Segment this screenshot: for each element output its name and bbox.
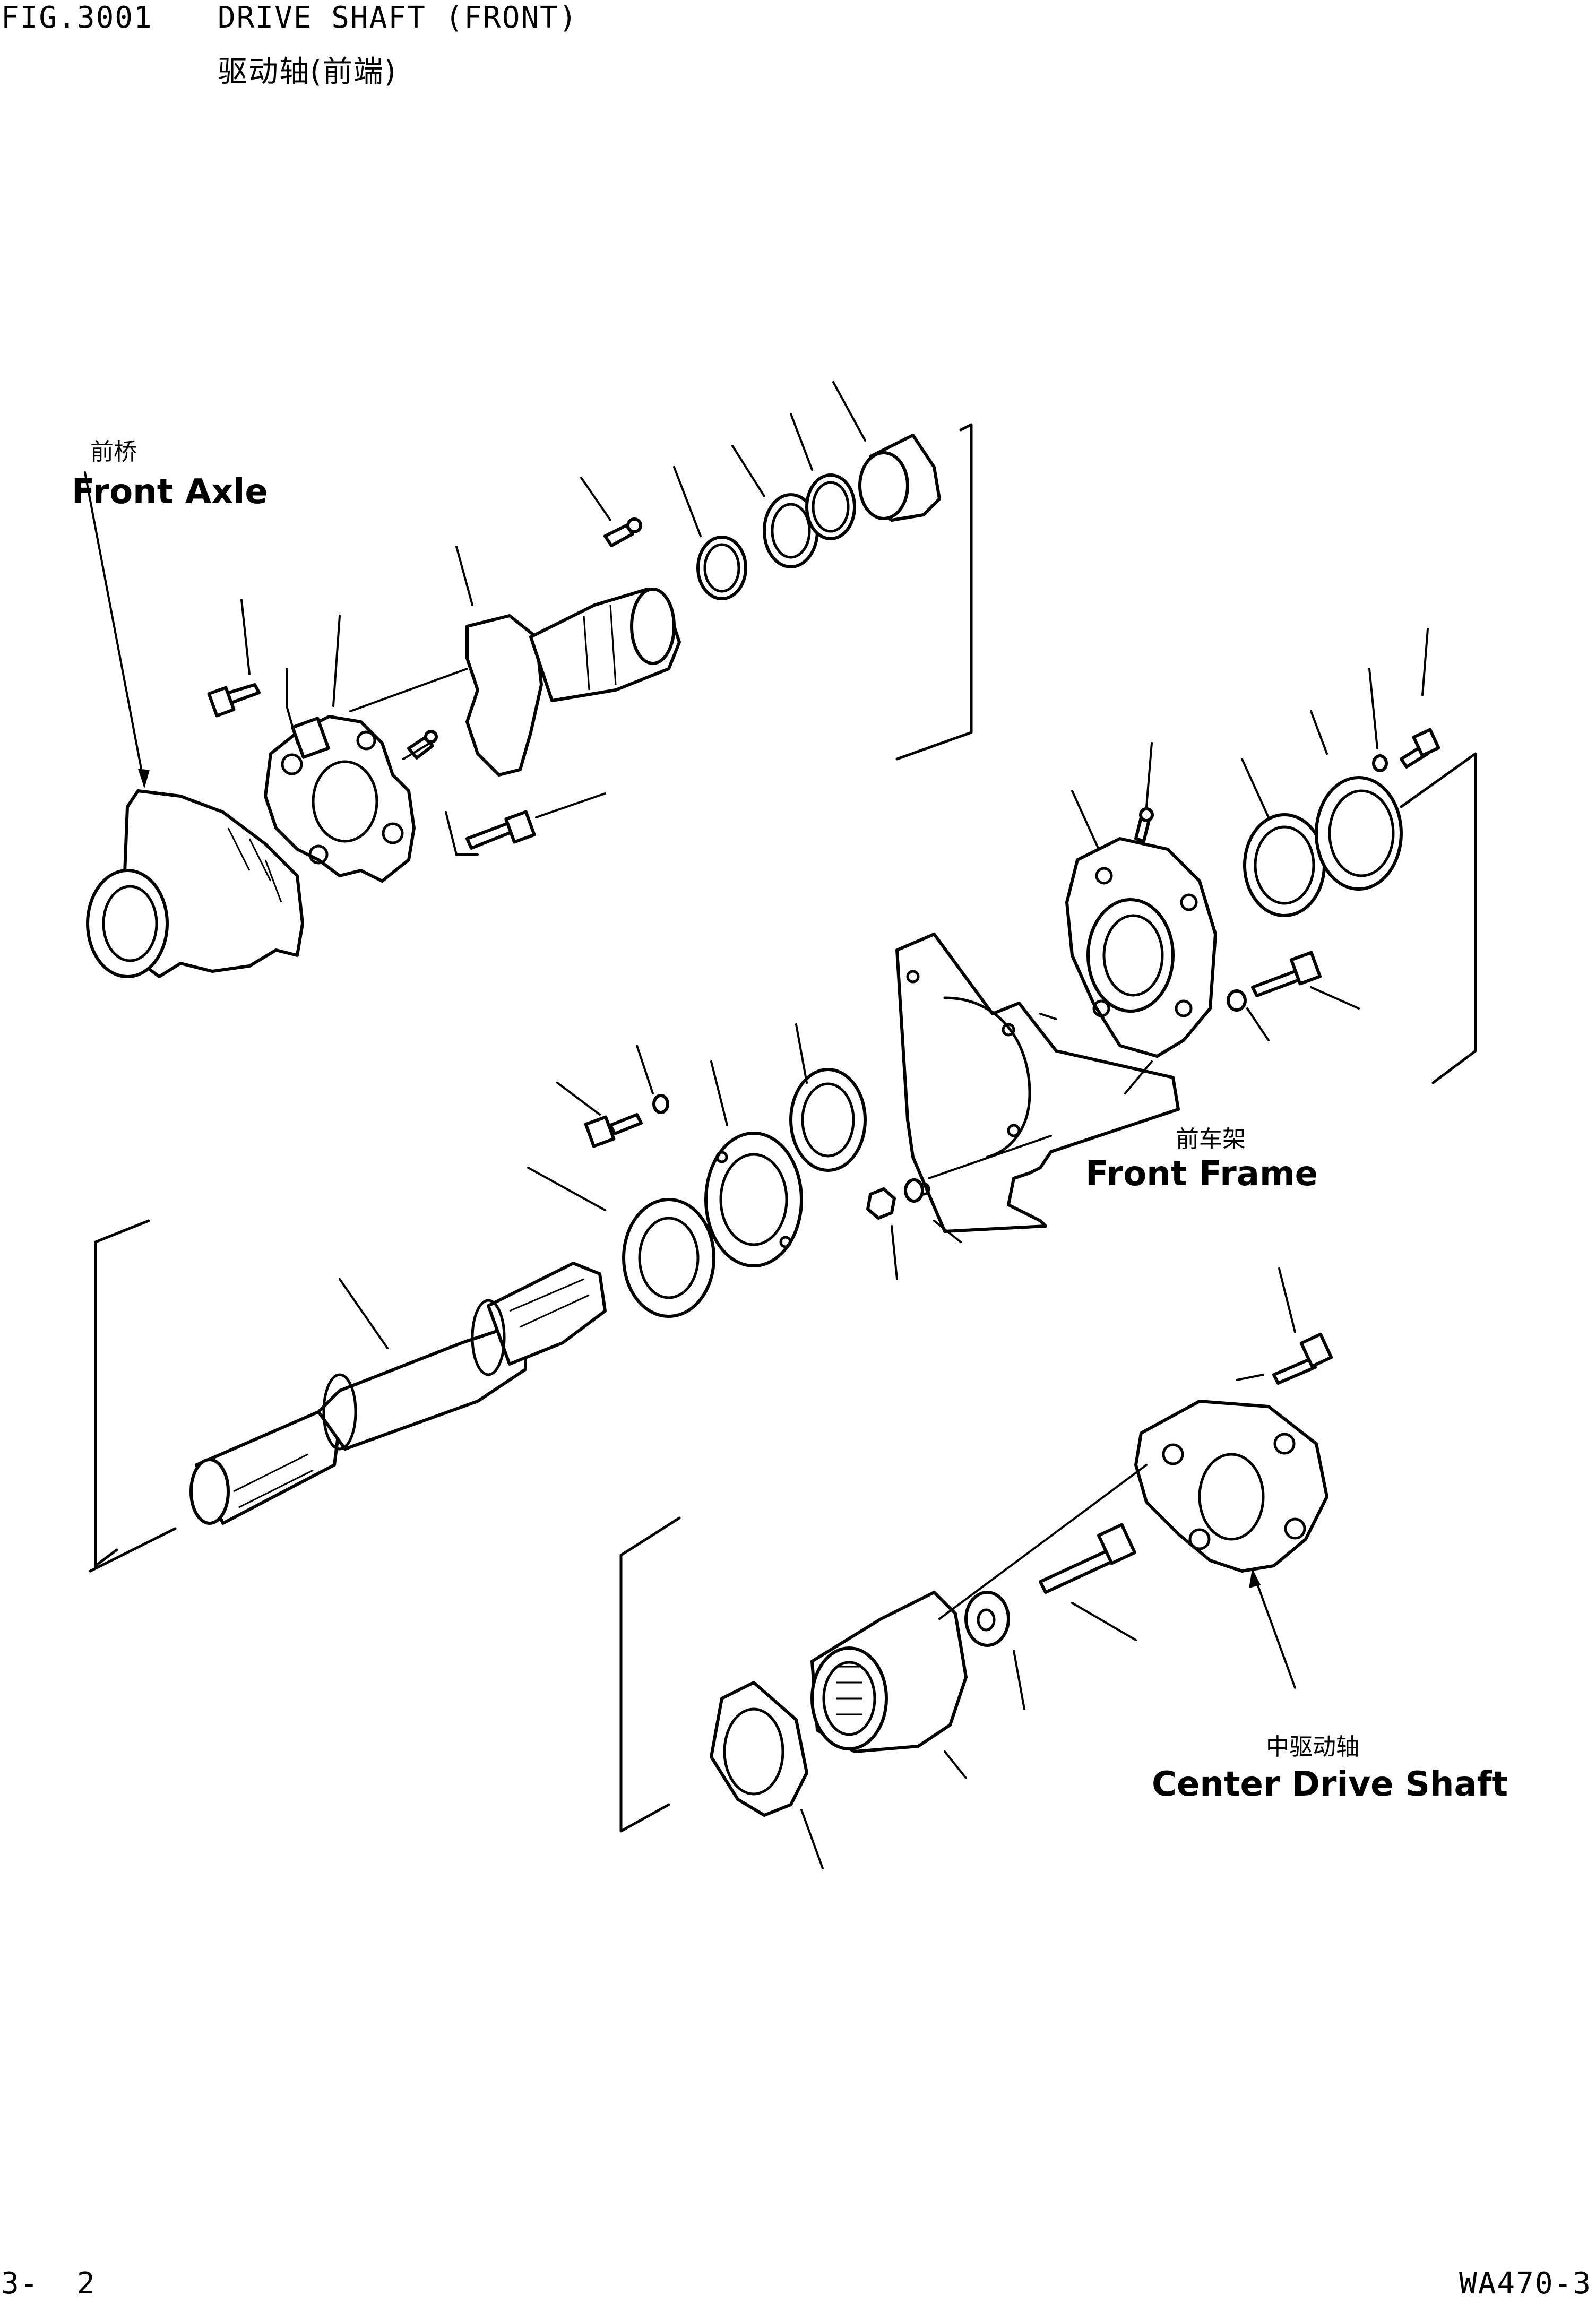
sleeve-collar [858, 434, 941, 522]
bearing-housing [1065, 837, 1217, 1058]
center-flange [1134, 1400, 1328, 1573]
bolt-6 [1272, 1332, 1333, 1385]
bolt-2 [465, 810, 536, 850]
figure-number: FIG.3001 [1, 1, 153, 35]
front-axle-housing [86, 789, 304, 978]
nut-1 [866, 1187, 896, 1220]
lower-seal [710, 1681, 808, 1817]
front-axle-label-cn: 前桥 [90, 438, 137, 465]
washer-2 [1227, 989, 1247, 1012]
front-axle-label: Front Axle [72, 472, 268, 512]
bearing-retainer [704, 1132, 803, 1267]
bolt-4 [1251, 951, 1322, 997]
washer-3 [652, 1094, 669, 1114]
page-number: 3- 2 [1, 2266, 96, 2301]
front-frame-label-cn: 前车架 [1176, 1126, 1246, 1153]
grease-fitting-2 [603, 517, 642, 547]
long-bolt [1039, 1523, 1137, 1594]
bolt-3 [1400, 728, 1440, 769]
flange-yoke [264, 715, 416, 883]
front-frame-plate [895, 933, 1180, 1233]
figure-title-cn: 驱动轴(前端) [218, 55, 397, 89]
center-drive-shaft-label-cn: 中驱动轴 [1266, 1733, 1359, 1761]
drive-shaft [189, 1262, 607, 1525]
bolt-1 [207, 683, 261, 718]
model-number: WA470-3 [1459, 2266, 1592, 2301]
lower-yoke [810, 1591, 968, 1753]
bearing [789, 1068, 867, 1172]
figure-title: DRIVE SHAFT (FRONT) [218, 1, 578, 35]
grease-fitting-3 [1134, 807, 1154, 843]
lower-washer [964, 1591, 1010, 1647]
slip-yoke [465, 588, 681, 777]
front-frame-label: Front Frame [1085, 1154, 1318, 1194]
center-drive-shaft-label: Center Drive Shaft [1152, 1765, 1508, 1804]
washer-1 [1372, 754, 1388, 772]
washer-4 [904, 1178, 924, 1203]
bolt-5 [584, 1113, 643, 1148]
seal-ring-3 [622, 1198, 715, 1318]
